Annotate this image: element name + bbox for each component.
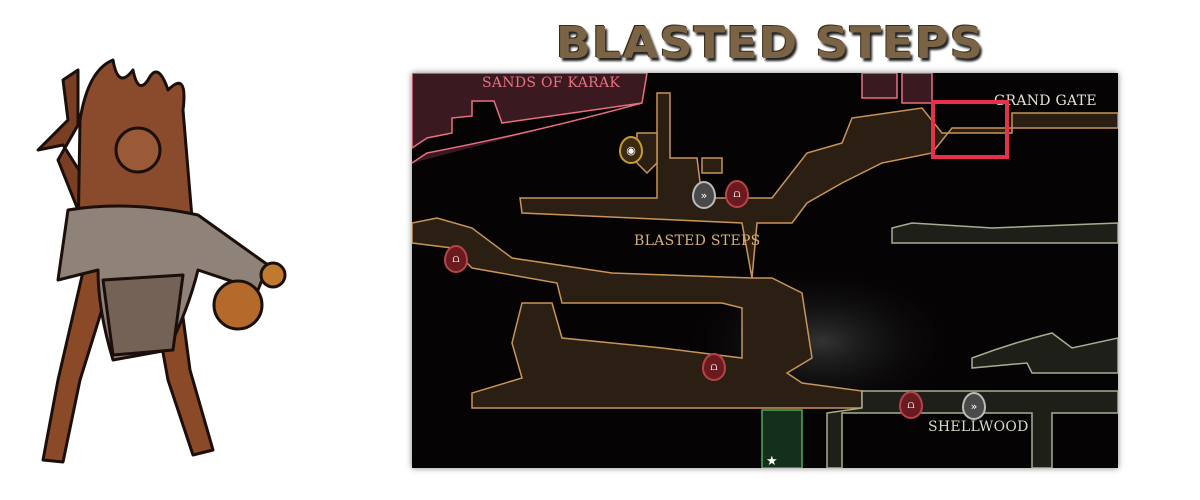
bench-icon[interactable]: ⩍ <box>899 391 923 419</box>
region-label-shellwood: SHELLWOOD <box>928 419 1029 435</box>
green-passage <box>761 409 803 468</box>
region-label-blasted-steps: BLASTED STEPS <box>634 233 761 249</box>
map-layout <box>412 73 1118 468</box>
bench-icon[interactable]: ⩍ <box>444 245 468 273</box>
vendor-icon[interactable]: ◉ <box>619 136 643 164</box>
bench-icon[interactable]: ⩍ <box>725 180 749 208</box>
region-label-sands-of-karak: SANDS OF KARAK <box>482 75 621 91</box>
bench-icon[interactable]: ⩍ <box>702 353 726 381</box>
sands-of-karak-region <box>412 73 648 164</box>
region-label-grand-gate: GRAND GATE <box>994 93 1097 109</box>
fast-travel-icon[interactable]: » <box>962 392 986 420</box>
page-title: BLASTED STEPS <box>555 18 985 69</box>
star-icon[interactable]: ★ <box>766 454 778 468</box>
map-panel[interactable]: SANDS OF KARAK GRAND GATE BLASTED STEPS … <box>412 73 1118 468</box>
character-illustration <box>36 58 287 464</box>
fast-travel-icon[interactable]: » <box>692 181 716 209</box>
highlight-box <box>931 100 1009 159</box>
